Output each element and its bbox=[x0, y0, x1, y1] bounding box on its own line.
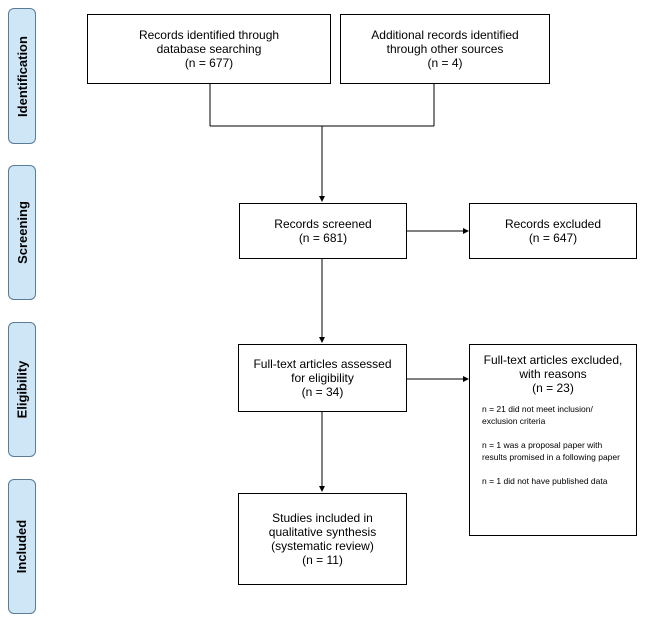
studies-included-line-1: Studies included in bbox=[272, 511, 373, 525]
fulltext-excluded-line-1: Full-text articles excluded, bbox=[483, 353, 623, 367]
records-identified-line-2: database searching bbox=[156, 42, 262, 56]
studies-included-box: Studies included in qualitative synthesi… bbox=[238, 493, 407, 585]
studies-included-line-2: qualitative synthesis bbox=[268, 525, 377, 539]
studies-included-line-3: (systematic review) bbox=[271, 539, 374, 553]
fulltext-excluded-count: (n = 23) bbox=[532, 381, 574, 395]
studies-included-count: (n = 11) bbox=[302, 553, 343, 567]
records-excluded-count: (n = 647) bbox=[528, 231, 578, 245]
fulltext-assessed-box: Full-text articles assessed for eligibil… bbox=[238, 344, 407, 412]
exclusion-reason-no-data: n = 1 did not have published data bbox=[482, 476, 608, 486]
records-identified-box: Records identified through database sear… bbox=[87, 14, 331, 84]
additional-records-box: Additional records identified through ot… bbox=[340, 14, 550, 84]
additional-records-count: (n = 4) bbox=[427, 56, 463, 70]
records-identified-count: (n = 677) bbox=[184, 56, 234, 70]
fulltext-assessed-line-1: Full-text articles assessed bbox=[253, 357, 392, 371]
fulltext-assessed-count: (n = 34) bbox=[301, 385, 344, 399]
additional-records-line-1: Additional records identified bbox=[371, 28, 519, 42]
additional-records-line-2: through other sources bbox=[386, 42, 504, 56]
records-screened-line-1: Records screened bbox=[274, 217, 372, 231]
stage-tab-screening: Screening bbox=[8, 165, 36, 300]
records-screened-box: Records screened (n = 681) bbox=[239, 203, 407, 259]
records-excluded-line-1: Records excluded bbox=[504, 217, 602, 231]
fulltext-assessed-line-2: for eligibility bbox=[291, 371, 354, 385]
stage-tab-included: Included bbox=[8, 479, 36, 614]
records-identified-line-1: Records identified through bbox=[138, 28, 280, 42]
stage-tab-identification: Identification bbox=[8, 8, 36, 144]
records-screened-count: (n = 681) bbox=[298, 231, 348, 245]
fulltext-excluded-box: Full-text articles excluded, with reason… bbox=[469, 344, 637, 536]
fulltext-excluded-line-2: with reasons bbox=[519, 367, 587, 381]
exclusion-reason-proposal: n = 1 was a proposal paper with results … bbox=[482, 440, 620, 462]
stage-tab-eligibility: Eligibility bbox=[8, 322, 36, 457]
records-excluded-box: Records excluded (n = 647) bbox=[469, 203, 637, 259]
exclusion-reason-criteria: n = 21 did not meet inclusion/ exclusion… bbox=[482, 404, 593, 426]
